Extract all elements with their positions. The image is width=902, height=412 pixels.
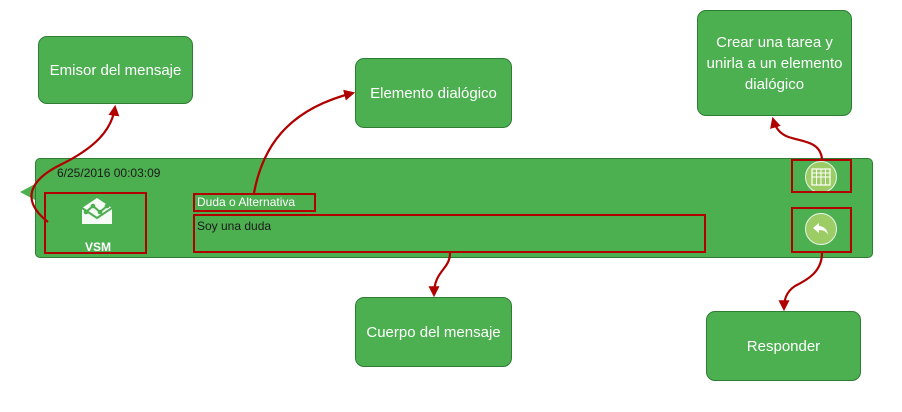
callout-elemento-text: Elemento dialógico — [370, 84, 497, 102]
callout-emisor: Emisor del mensaje — [38, 36, 193, 104]
highlight-message-body — [193, 214, 706, 253]
callout-cuerpo-mensaje: Cuerpo del mensaje — [355, 297, 512, 367]
arrow-to-cuerpo — [428, 252, 452, 298]
callout-emisor-text: Emisor del mensaje — [49, 61, 182, 79]
message-bubble — [35, 158, 873, 258]
callout-crear-tarea: Crear una tarea y unirla a un elemento d… — [697, 10, 852, 116]
highlight-dialog-element — [193, 193, 316, 212]
reply-button[interactable] — [805, 213, 837, 245]
callout-responder-text: Responder — [746, 337, 821, 355]
arrow-to-responder — [778, 252, 824, 312]
callout-cuerpo-text: Cuerpo del mensaje — [366, 323, 501, 341]
highlight-task-button — [791, 159, 852, 193]
callout-elemento-dialogico: Elemento dialógico — [355, 58, 512, 128]
highlight-sender — [44, 192, 147, 254]
highlight-reply-button — [791, 207, 852, 253]
reply-arrow-icon — [813, 223, 828, 235]
message-body: Soy una duda — [197, 219, 272, 233]
message-timestamp: 6/25/2016 00:03:09 — [57, 166, 161, 180]
task-grid-icon — [811, 168, 831, 186]
message-bubble-tail — [20, 184, 35, 200]
arrow-to-crear — [770, 116, 824, 160]
callout-responder: Responder — [706, 311, 861, 381]
dialog-element-label[interactable]: Duda o Alternativa — [197, 195, 296, 209]
sender-name: VSM — [84, 240, 111, 254]
create-task-button[interactable] — [805, 161, 837, 193]
callout-crear-text: Crear una tarea y unirla a un elemento d… — [706, 33, 843, 93]
